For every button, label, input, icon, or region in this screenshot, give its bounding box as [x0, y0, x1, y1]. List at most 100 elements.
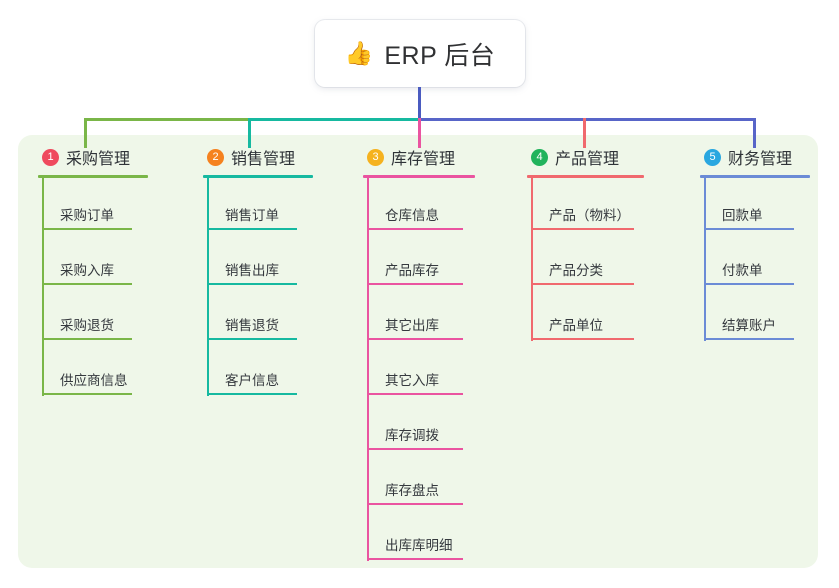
branch-item[interactable]: 产品（物料） — [527, 178, 644, 233]
branch-item-label: 库存调拨 — [385, 428, 439, 443]
branch-item-rule — [367, 228, 463, 230]
branch-number-badge: 3 — [367, 148, 384, 166]
branch-title: 销售管理 — [231, 151, 296, 168]
branch-item-label: 回款单 — [722, 208, 763, 223]
branch-item-rule — [367, 283, 463, 285]
branch-header-rule — [38, 175, 148, 178]
branch-item-label: 供应商信息 — [60, 373, 128, 388]
branch-item-rule — [704, 228, 794, 230]
branch-item-label: 出库库明细 — [385, 538, 453, 553]
branch-item[interactable]: 仓库信息 — [363, 178, 475, 233]
root-node[interactable]: 👍 ERP 后台 — [315, 20, 525, 87]
branch-item-label: 销售订单 — [225, 208, 279, 223]
branch-number-badge: 1 — [42, 148, 59, 166]
branch-item-rule — [42, 338, 132, 340]
branch-item[interactable]: 客户信息 — [203, 343, 313, 398]
branch-items: 采购订单采购入库采购退货供应商信息 — [38, 178, 148, 398]
root-node-title: ERP 后台 — [384, 41, 496, 70]
branches-panel — [18, 135, 818, 568]
connector-bar-segment-1 — [85, 118, 250, 121]
branch-spine-line — [367, 178, 369, 561]
branch-item-rule — [207, 393, 297, 395]
branch-item-label: 付款单 — [722, 263, 763, 278]
branch-item[interactable]: 出库库明细 — [363, 508, 475, 563]
connector-bar-segment-3 — [418, 118, 754, 121]
branch-item[interactable]: 产品单位 — [527, 288, 644, 343]
branch-item[interactable]: 结算账户 — [700, 288, 810, 343]
branch-item-label: 库存盘点 — [385, 483, 439, 498]
root-node-content: 👍 ERP 后台 — [345, 36, 496, 72]
branch-item[interactable]: 供应商信息 — [38, 343, 148, 398]
branch-item[interactable]: 库存盘点 — [363, 453, 475, 508]
branch-item[interactable]: 其它入库 — [363, 343, 475, 398]
branch-number-badge: 2 — [207, 148, 224, 166]
branch-item-rule — [367, 558, 463, 560]
root-trunk-line — [417, 87, 421, 121]
branch-item[interactable]: 其它出库 — [363, 288, 475, 343]
branch-title: 库存管理 — [391, 151, 456, 168]
branch-header-3[interactable]: 3 库存管理 — [363, 145, 475, 169]
branch-item[interactable]: 产品库存 — [363, 233, 475, 288]
branch-item[interactable]: 产品分类 — [527, 233, 644, 288]
branch-spine-line — [42, 178, 44, 396]
branch-items: 销售订单销售出库销售退货客户信息 — [203, 178, 313, 398]
branch-item-label: 销售退货 — [225, 318, 279, 333]
branch-item-label: 仓库信息 — [385, 208, 439, 223]
branch-column-2: 2 销售管理销售订单销售出库销售退货客户信息 — [203, 145, 313, 398]
branch-item-label: 销售出库 — [225, 263, 279, 278]
branch-item-label: 产品（物料） — [549, 208, 630, 223]
branch-item[interactable]: 销售订单 — [203, 178, 313, 233]
branch-items: 回款单付款单结算账户 — [700, 178, 810, 343]
branch-item-rule — [42, 283, 132, 285]
branch-item-label: 产品库存 — [385, 263, 439, 278]
branch-item[interactable]: 采购退货 — [38, 288, 148, 343]
branch-item-rule — [367, 338, 463, 340]
branch-number-badge: 5 — [704, 148, 721, 166]
thumbs-up-icon: 👍 — [344, 40, 374, 66]
branch-column-3: 3 库存管理仓库信息产品库存其它出库其它入库库存调拨库存盘点出库库明细 — [363, 145, 475, 563]
branch-item[interactable]: 付款单 — [700, 233, 810, 288]
branch-item-label: 其它出库 — [385, 318, 439, 333]
branch-item[interactable]: 采购订单 — [38, 178, 148, 233]
branch-item-rule — [42, 228, 132, 230]
branch-items: 产品（物料） 产品分类产品单位 — [527, 178, 644, 343]
branch-item-rule — [531, 228, 634, 230]
branch-item-rule — [207, 283, 297, 285]
branch-header-rule — [363, 175, 475, 178]
branch-number-badge: 4 — [531, 148, 548, 166]
branch-item-rule — [367, 448, 463, 450]
branch-spine-line — [531, 178, 533, 341]
branch-column-5: 5 财务管理回款单付款单结算账户 — [700, 145, 810, 343]
branch-item-rule — [367, 393, 463, 395]
branch-item-label: 采购入库 — [60, 263, 114, 278]
branch-item-rule — [704, 338, 794, 340]
branch-item-label: 产品分类 — [549, 263, 603, 278]
branch-item-rule — [531, 283, 634, 285]
branch-title: 财务管理 — [728, 151, 793, 168]
branch-item-label: 采购退货 — [60, 318, 114, 333]
branch-item[interactable]: 库存调拨 — [363, 398, 475, 453]
branch-spine-line — [704, 178, 706, 341]
branch-item[interactable]: 采购入库 — [38, 233, 148, 288]
connector-drop-4 — [582, 118, 586, 148]
branch-item-rule — [42, 393, 132, 395]
branch-item[interactable]: 销售退货 — [203, 288, 313, 343]
branch-spine-line — [207, 178, 209, 396]
connector-drop-3 — [417, 118, 421, 148]
branch-item-rule — [207, 228, 297, 230]
connector-drop-2 — [247, 118, 251, 148]
branch-item-rule — [531, 338, 634, 340]
branch-item-rule — [704, 283, 794, 285]
branch-item[interactable]: 回款单 — [700, 178, 810, 233]
branch-header-2[interactable]: 2 销售管理 — [203, 145, 313, 169]
branch-item-label: 产品单位 — [549, 318, 603, 333]
branch-header-5[interactable]: 5 财务管理 — [700, 145, 810, 169]
branch-header-rule — [700, 175, 810, 178]
branch-item-label: 客户信息 — [225, 373, 279, 388]
branch-item-rule — [367, 503, 463, 505]
branch-item[interactable]: 销售出库 — [203, 233, 313, 288]
